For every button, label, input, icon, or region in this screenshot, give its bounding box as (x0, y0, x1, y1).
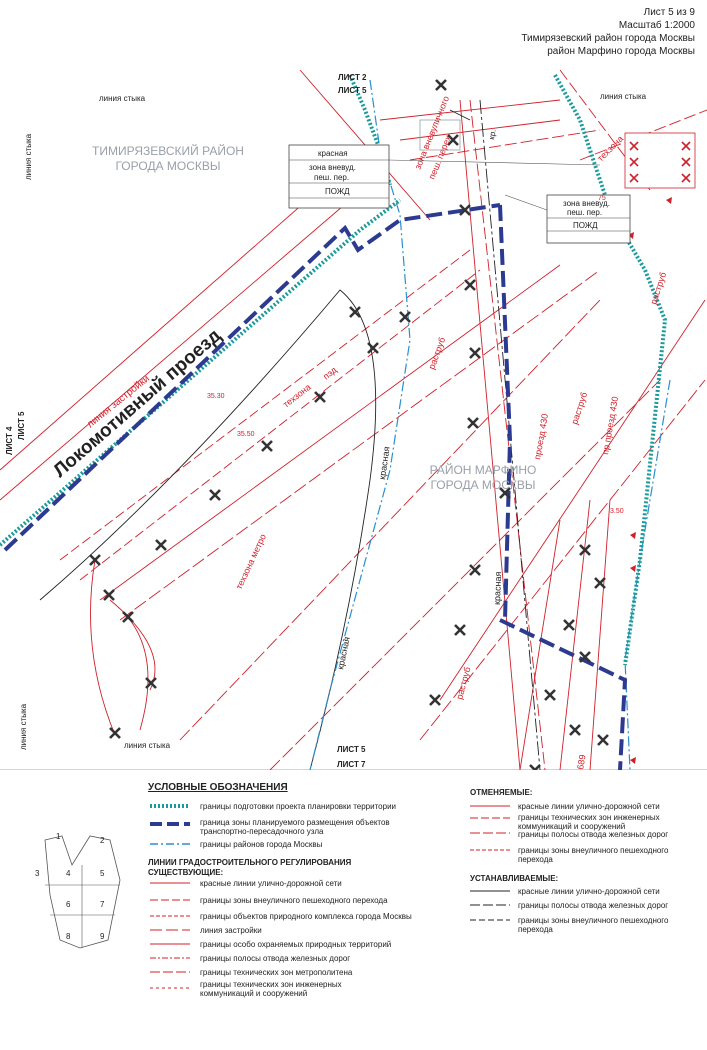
legend-existing-1: границы зоны внеуличного пешеходного пер… (200, 896, 388, 905)
keymap-2: 2 (100, 836, 105, 845)
techzone-metro-label: техзона метро (234, 532, 268, 590)
sheet5-label-left: ЛИСТ 5 (17, 411, 26, 440)
legend-existing-5: границы полосы отвода железных дорог (200, 954, 351, 963)
district-marfino: район Марфино города Москвы (547, 46, 695, 57)
scale-label: Масштаб 1:2000 (618, 20, 695, 31)
ped-zone-label-1: зона вневуличного (413, 95, 452, 171)
legend-existing-7: границы технических зон инженерных комму… (200, 980, 342, 998)
legend-tpu-zone: граница зоны планируемого размещения объ… (200, 818, 390, 836)
district-timiryazev: Тимирязевский район города Москвы (521, 33, 695, 44)
cancel-box (624, 132, 696, 189)
joint-line-label-top-right: линия стыка (600, 92, 647, 101)
joint-line-label-bottom: линия стыка (124, 741, 171, 750)
tpu-zone-boundary (3, 203, 628, 770)
keymap-9: 9 (100, 932, 105, 941)
sheet2-label: ЛИСТ 2 (338, 73, 367, 82)
keymap-6: 6 (66, 900, 71, 909)
callout-left-red: красная (318, 149, 348, 158)
district-border-east (624, 379, 671, 770)
marfino-district-label-1: РАЙОН МАРФИНО (430, 462, 537, 477)
keymap-7: 7 (100, 900, 105, 909)
joint-line-label-left: линия стыка (24, 133, 33, 180)
legend-cancel-0: красные линии улично-дорожной сети (518, 802, 660, 811)
joint-line-label-top: линия стыка (99, 94, 146, 103)
legend-symbols (44, 804, 510, 989)
timiryazev-district-label-1: ТИМИРЯЗЕВСКИЙ РАЙОН (92, 143, 244, 158)
joint-line-label-left-bottom: линия стыка (19, 703, 28, 750)
legend-existing-4: границы особо охраняемых природных терри… (200, 940, 392, 949)
techzone-label: техзона (281, 382, 313, 410)
sheet7-label: ЛИСТ 7 (337, 760, 366, 769)
legend-panel: УСЛОВНЫЕ ОБОЗНАЧЕНИЯ границы подготовки … (0, 770, 707, 1050)
legend-existing-head: СУЩЕСТВУЮЩИЕ: (148, 868, 224, 877)
legend-district-border: границы районов города Москвы (200, 840, 323, 849)
legend-existing-2: границы объектов природного комплекса го… (200, 912, 412, 921)
keymap-1: 1 (56, 832, 61, 841)
sheet4-label: ЛИСТ 4 (5, 426, 14, 455)
sheet5-label-bottom: ЛИСТ 5 (337, 745, 366, 754)
legend-existing-3: линия застройки (200, 926, 262, 935)
planning-map: красная зона вневуд. пеш. пер. ПОЖД зона… (0, 69, 707, 770)
elevation-75: 75 (598, 195, 606, 202)
red-line-label-1: красная (377, 446, 392, 480)
timiryazev-district-label-2: ГОРОДА МОСКВЫ (115, 159, 220, 173)
techzone-label-right: техзона (595, 134, 625, 164)
legend-install-head: УСТАНАВЛИВАЕМЫЕ: (470, 874, 559, 883)
rastrub-label-2: раструб (569, 391, 589, 426)
legend-project-boundary: границы подготовки проекта планировки те… (200, 802, 397, 811)
callout-right-zone: зона вневуд. (563, 199, 610, 208)
callout-left-pozhd: ПОЖД (325, 187, 350, 196)
callout-leader-right (504, 194, 548, 211)
keymap-8: 8 (66, 932, 71, 941)
legend-lines-head: ЛИНИИ ГРАДОСТРОИТЕЛЬНОГО РЕГУЛИРОВАНИЯ (148, 858, 352, 867)
elevation-3530: 35.30 (207, 393, 225, 400)
legend-install-0: красные линии улично-дорожной сети (518, 887, 660, 896)
building-outline (419, 119, 461, 151)
callout-right: зона вневуд. пеш. пер. ПОЖД (546, 194, 631, 244)
callout-left: красная зона вневуд. пеш. пер. ПОЖД (288, 144, 390, 209)
triangle-markers (628, 197, 672, 764)
legend-title: УСЛОВНЫЕ ОБОЗНАЧЕНИЯ (148, 782, 288, 793)
callout-left-zone: зона вневуд. (309, 163, 356, 172)
district-border (309, 79, 411, 770)
cross-markers (89, 79, 666, 770)
red-line-label-3: красная (492, 571, 503, 605)
sheet-header: Лист 5 из 9 Масштаб 1:2000 Тимирязевский… (521, 6, 695, 58)
callout-leader (388, 159, 601, 166)
callout-right-ped: пеш. пер. (567, 208, 602, 217)
rastrub-label-1: раструб (426, 336, 447, 371)
callout-left-ped: пеш. пер. (314, 173, 349, 182)
red-lines-group (0, 69, 707, 770)
proezd-430-label-2: проезд 430 (532, 413, 550, 460)
black-lines-group (39, 99, 541, 770)
callout-right-pozhd: ПОЖД (573, 221, 598, 230)
legend-existing-6: границы технических зон метрополитена (200, 968, 353, 977)
rastrub-label-4: раструб (648, 271, 668, 306)
sheet5-label-top: ЛИСТ 5 (338, 86, 367, 95)
sheet-number: Лист 5 из 9 (643, 7, 695, 18)
legend-cancel-1: границы технических зон инженерных комму… (518, 813, 660, 831)
marfino-district-label-2: ГОРОДА МОСКВЫ (430, 478, 535, 492)
keymap-4: 4 (66, 869, 71, 878)
rastrub-label-3: раструб (454, 666, 472, 701)
red-line-label-2: красная (335, 636, 352, 671)
legend-install-1: границы полосы отвода железных дорог (518, 901, 669, 910)
legend-cancel-2: границы полосы отвода железных дорог (518, 830, 669, 839)
keymap-3: 3 (35, 869, 40, 878)
elevation-3550: 35.50 (237, 431, 255, 438)
keymap-5: 5 (100, 869, 105, 878)
kp-label: кр. (487, 129, 498, 141)
legend-cancel-head: ОТМЕНЯЕМЫЕ: (470, 788, 533, 797)
proezd-430-label: пр.проезд 430 (600, 396, 620, 456)
ped-label: пэд (321, 364, 339, 381)
elevation-350: 3.50 (610, 508, 624, 515)
legend-existing-0: красные линии улично-дорожной сети (200, 879, 342, 888)
legend-install-2: границы зоны внеуличного пешеходного пер… (518, 916, 669, 934)
number-689: 689 (575, 754, 587, 770)
legend-cancel-3: границы зоны внеуличного пешеходного пер… (518, 846, 669, 864)
